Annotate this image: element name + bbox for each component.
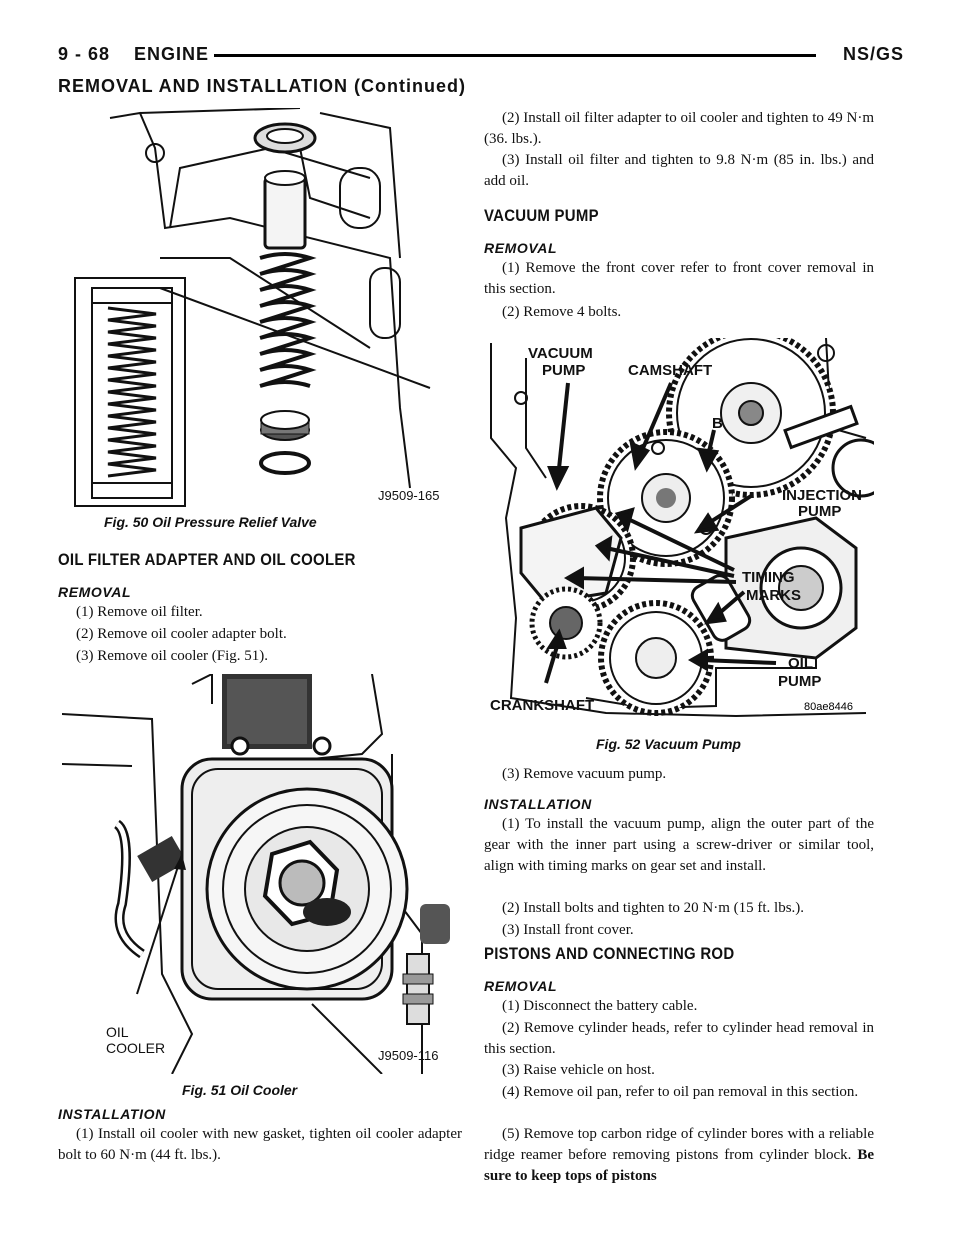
section-title: ENGINE	[134, 44, 210, 64]
fig51-id: J9509-116	[378, 1048, 439, 1063]
oil-cooler-illustration	[62, 674, 450, 1074]
fig52-label-injection: INJECTION	[782, 487, 862, 504]
vacuum-removal-step-2: (2) Remove 4 bolts.	[502, 304, 622, 320]
page-number: 9 - 68	[58, 44, 111, 64]
fig52-label-injection-pump: PUMP	[798, 503, 841, 520]
page-header: 9 - 68 ENGINE NS/GS	[58, 44, 904, 68]
fig50-id: J9509-165	[378, 488, 440, 503]
pistons-removal-step-2: (2) Remove cylinder heads, refer to cyli…	[484, 1020, 874, 1057]
fig52-caption: Fig. 52 Vacuum Pump	[596, 736, 741, 752]
fig51-label-oil: OIL	[106, 1024, 129, 1040]
heading-pistons-removal: REMOVAL	[484, 978, 558, 994]
vacuum-removal-step-3: (3) Remove vacuum pump.	[502, 766, 667, 782]
vacuum-pump-illustration: VACUUM PUMP CAMSHAFT B INJECTION PUMP TI…	[490, 338, 874, 718]
fig52-label-oil: OIL	[788, 655, 813, 672]
fig52-label-marks: MARKS	[746, 587, 801, 604]
fig52-label-camshaft: CAMSHAFT	[628, 362, 712, 379]
fig52-label-vacuum: VACUUM	[528, 345, 593, 362]
fig52-label-crankshaft: CRANKSHAFT	[490, 697, 594, 714]
fig52-label-b: B	[712, 415, 723, 432]
pistons-step5-warning: Be sure to keep tops of pistons	[484, 1147, 874, 1184]
oil-filter-removal-step-2: (2) Remove oil cooler adapter bolt.	[76, 626, 287, 642]
oil-filter-install-step-1: (1) Install oil cooler with new gasket, …	[58, 1126, 462, 1163]
figure-oil-pressure-relief-valve: J9509-165	[70, 108, 460, 508]
figure-oil-cooler: OIL COOLER J9509-116	[62, 674, 454, 1074]
page-subheading: REMOVAL AND INSTALLATION (Continued)	[58, 76, 466, 96]
fig52-id: 80ae8446	[804, 701, 853, 713]
heading-vacuum-installation: INSTALLATION	[484, 796, 592, 812]
vacuum-install-step-3: (3) Install front cover.	[502, 922, 634, 938]
oil-filter-removal-step-1: (1) Remove oil filter.	[76, 604, 203, 620]
figure-vacuum-pump: VACUUM PUMP CAMSHAFT B INJECTION PUMP TI…	[486, 338, 874, 722]
relief-valve-illustration	[74, 108, 431, 507]
fig52-label-timing: TIMING	[742, 569, 795, 586]
fig52-label-vacuum-pump: PUMP	[542, 362, 585, 379]
oil-filter-removal-step-3: (3) Remove oil cooler (Fig. 51).	[76, 648, 269, 664]
vacuum-install-step-1: (1) To install the vacuum pump, align th…	[484, 816, 874, 874]
heading-oil-filter-removal: REMOVAL	[58, 584, 132, 600]
heading-oil-filter-installation: INSTALLATION	[58, 1106, 166, 1122]
vacuum-removal-step-1: (1) Remove the front cover refer to fron…	[484, 260, 874, 297]
pistons-step5-text: (5) Remove top carbon ridge of cylinder …	[484, 1126, 874, 1163]
fig51-caption: Fig. 51 Oil Cooler	[182, 1082, 298, 1098]
heading-vacuum-removal: REMOVAL	[484, 240, 558, 256]
header-rule	[214, 54, 816, 57]
pistons-removal-step-1: (1) Disconnect the battery cable.	[502, 998, 698, 1014]
heading-oil-filter-adapter: OIL FILTER ADAPTER AND OIL COOLER	[58, 550, 356, 569]
oil-filter-install-step-2: (2) Install oil filter adapter to oil co…	[484, 110, 874, 147]
pistons-removal-step-5: (5) Remove top carbon ridge of cylinder …	[484, 1124, 874, 1187]
vacuum-install-step-2: (2) Install bolts and tighten to 20 N·m …	[502, 900, 805, 916]
heading-vacuum-pump: VACUUM PUMP	[484, 206, 599, 225]
heading-pistons: PISTONS AND CONNECTING ROD	[484, 944, 735, 963]
fig52-label-oil-pump: PUMP	[778, 673, 821, 690]
fig51-label-cooler: COOLER	[106, 1040, 166, 1056]
model-code: NS/GS	[842, 44, 904, 64]
oil-filter-install-step-3: (3) Install oil filter and tighten to 9.…	[484, 152, 874, 189]
fig50-caption: Fig. 50 Oil Pressure Relief Valve	[104, 514, 317, 530]
pistons-removal-step-4: (4) Remove oil pan, refer to oil pan rem…	[502, 1084, 859, 1100]
pistons-removal-step-3: (3) Raise vehicle on host.	[502, 1062, 655, 1078]
